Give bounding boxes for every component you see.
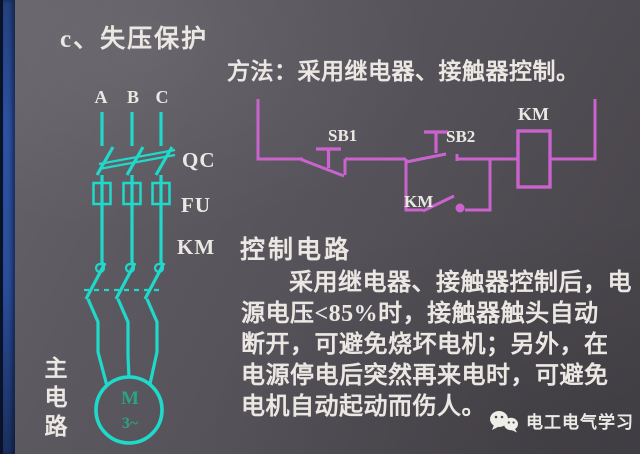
control-circuit-labels: SB1 SB2 KM KM <box>328 104 549 211</box>
motor-letter: M <box>121 388 139 409</box>
body-text: 采用继电器、接触器控制后，电 源电压<85%时，接触器触头自动 断开，可避免烧坏… <box>241 268 640 423</box>
watermark: 电工电气学习 <box>488 408 634 433</box>
holding-contact-dot <box>455 203 465 213</box>
contactor-label: KM <box>177 235 215 259</box>
main-circuit-caption: 主电路 <box>41 356 66 443</box>
watermark-label: 电工电气学习 <box>526 413 634 432</box>
body-line: 电源停电后突然再来电时，可避免 <box>241 363 609 389</box>
control-circuit-caption: 控制电路 <box>240 237 353 264</box>
body-line: 采用继电器、接触器控制后，电 <box>289 270 632 296</box>
stop-button-label: SB1 <box>328 126 357 145</box>
control-circuit <box>256 99 597 213</box>
coil-label: KM <box>518 104 549 124</box>
main-circuit-labels: A B C QC FU KM M 3~ <box>95 87 216 432</box>
phase-a-label: A <box>95 87 108 107</box>
body-line: 电机自动起动而伤人。 <box>241 394 486 420</box>
fuse-label: FU <box>181 193 211 217</box>
knife-switch-label: QC <box>182 148 216 172</box>
wechat-chat-bubbles-icon <box>490 410 518 432</box>
motor-phase-label: 3~ <box>122 415 139 432</box>
slide-title: c、失压保护 <box>60 26 209 53</box>
phase-b-label: B <box>127 87 139 107</box>
body-line: 断开，可避免烧坏电机；另外，在 <box>241 332 609 358</box>
main-circuit <box>84 112 176 445</box>
phase-c-label: C <box>156 87 169 107</box>
start-button-label: SB2 <box>446 127 475 146</box>
holding-contact-label: KM <box>404 192 433 211</box>
body-line: 源电压<85%时，接触器触头自动 <box>241 301 599 327</box>
method-line: 方法：采用继电器、接触器控制。 <box>227 59 580 84</box>
slide-left-border <box>0 0 15 454</box>
